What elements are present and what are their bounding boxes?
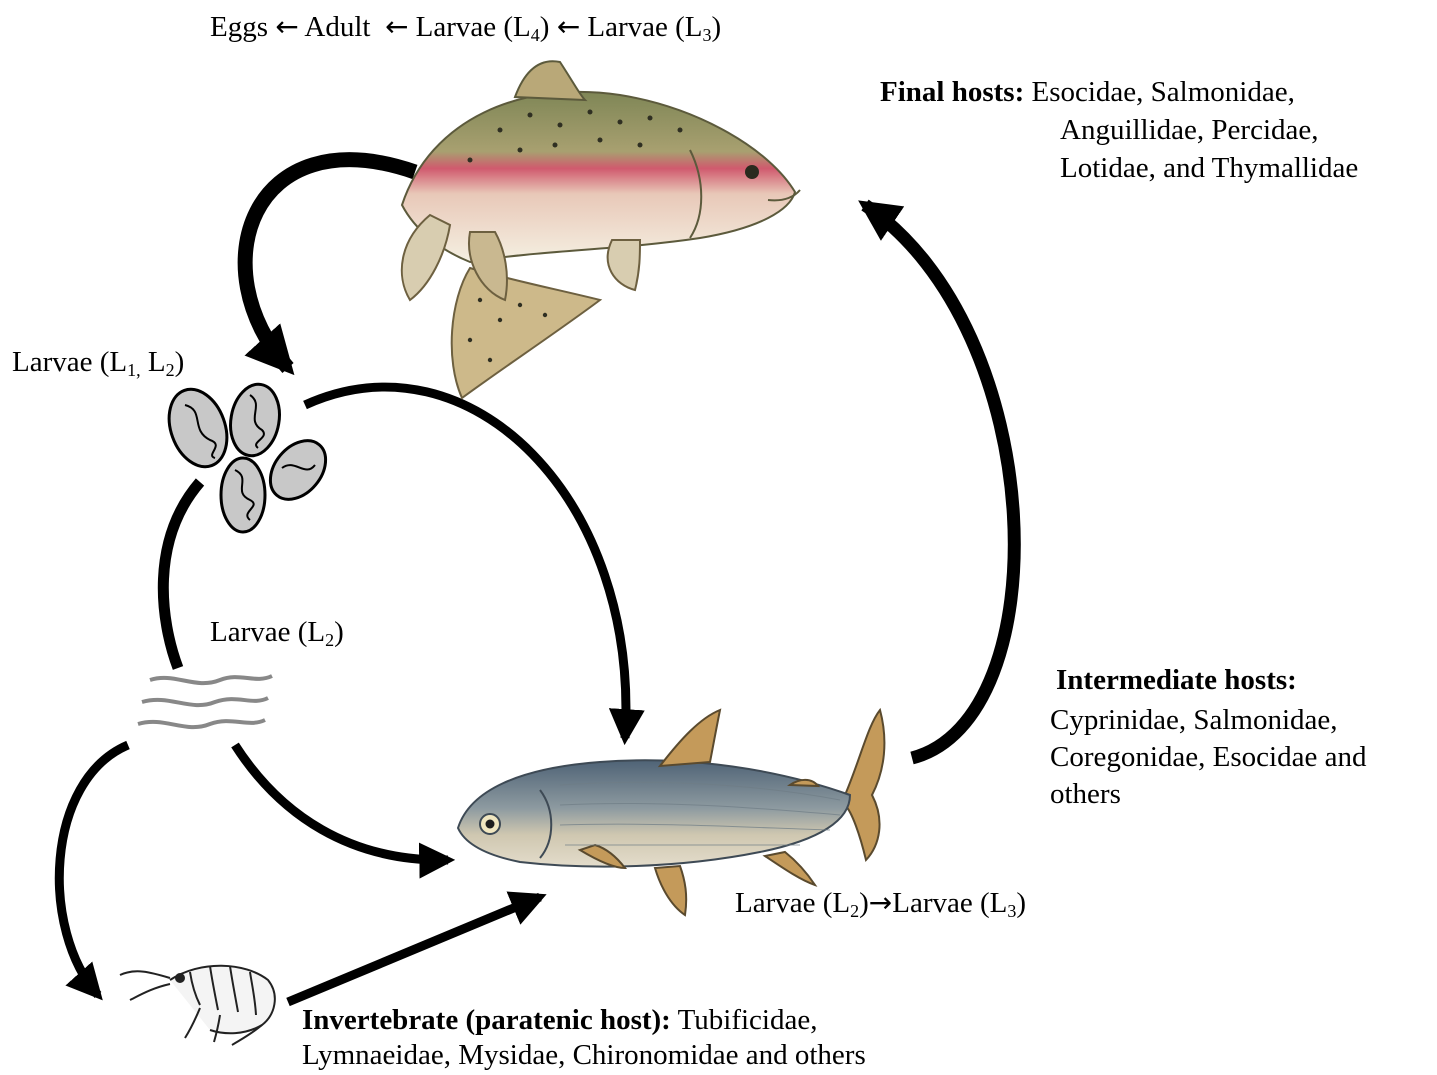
amphipod-illustration [120,966,275,1045]
arrow-whitefish-to-trout [865,205,1014,758]
egg-1 [159,381,237,475]
free-larvae-l2 [138,676,272,727]
left-arrow-icon: ← [385,10,408,43]
invertebrate-label-line1: Invertebrate (paratenic host): Tubificid… [302,1002,817,1039]
arrow-eggs-to-l2 [163,482,200,668]
left-arrow-icon: ← [275,10,298,43]
invertebrate-label-line2: Lymnaeidae, Mysidae, Chironomidae and ot… [302,1037,866,1074]
final-hosts-line1: Esocidae, Salmonidae, [1031,76,1294,108]
final-hosts-heading: Final hosts: [880,76,1024,108]
invertebrate-heading: Invertebrate (paratenic host): [302,1004,671,1036]
larvae-l1-l2-label: Larvae (L1, L2) [12,344,184,381]
intermediate-hosts-heading: Intermediate hosts: [1056,662,1297,699]
top-sequence-label: Eggs ← Adult ← Larvae (L4) ← Larvae (L3) [210,8,721,46]
larvae-transition-label: Larvae (L2)→Larvae (L3) [735,884,1026,922]
eggs-text: Eggs [210,11,268,43]
arrow-trout-to-eggs [245,160,415,368]
final-hosts-label: Final hosts: Esocidae, Salmonidae, [880,74,1295,111]
adult-text: Adult [304,11,370,43]
larvae-l4-text: Larvae (L4) [416,11,550,43]
larvae-l2-label: Larvae (L2) [210,614,344,651]
final-hosts-line3: Lotidae, and Thymallidae [1060,150,1358,187]
left-arrow-icon: ← [557,10,580,43]
larvae-l3-text: Larvae (L3) [587,11,721,43]
final-hosts-line2: Anguillidae, Percidae, [1060,112,1319,149]
arrow-eggs-to-whitefish [305,387,626,738]
intermediate-hosts-line3: others [1050,776,1121,813]
arrow-l2-to-invertebrate [59,745,128,995]
rainbow-trout-illustration [402,61,800,398]
right-arrow-icon: → [869,886,892,919]
arrow-invertebrate-to-whitefish [288,897,540,1002]
intermediate-hosts-line1: Cyprinidae, Salmonidae, [1050,702,1338,739]
arrow-l2-to-whitefish [235,745,448,860]
intermediate-hosts-line2: Coregonidae, Esocidae and [1050,739,1366,776]
